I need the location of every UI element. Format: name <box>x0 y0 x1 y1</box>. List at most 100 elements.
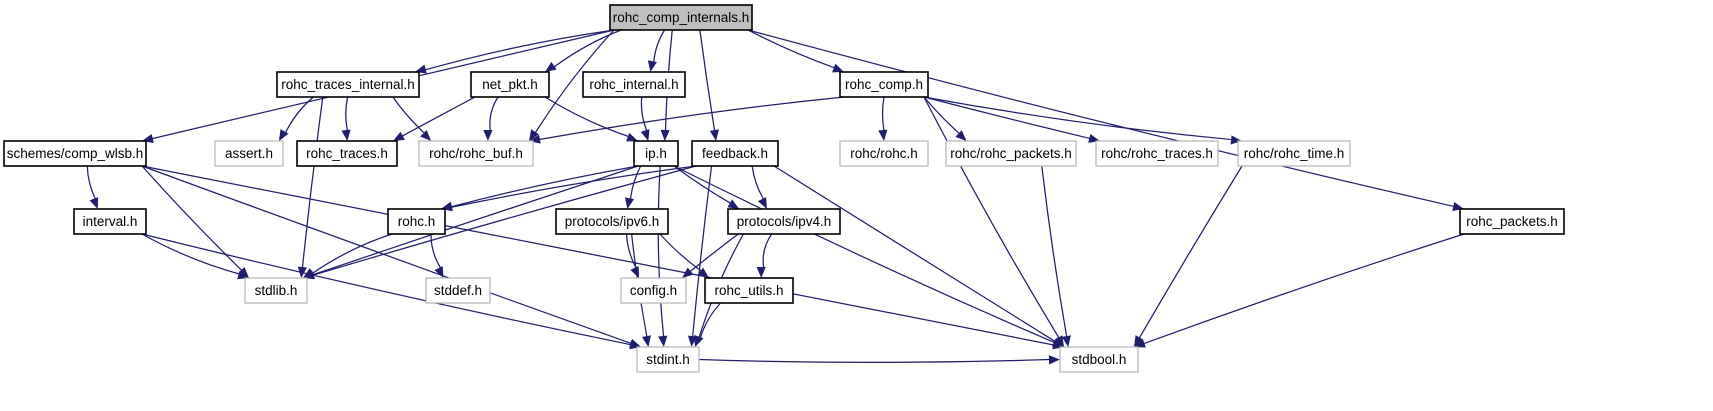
node-box <box>470 71 550 98</box>
node-box <box>3 140 147 167</box>
node-box <box>244 277 308 304</box>
node-box <box>276 71 420 98</box>
graph-node-rohc_internal[interactable]: rohc_internal.h <box>582 71 686 98</box>
node-label: rohc/rohc_traces.h <box>1101 146 1213 161</box>
node-layer: rohc_comp_internals.h rohc_traces_interna… <box>3 4 1565 373</box>
graph-node-rohc_traces[interactable]: rohc_traces.h <box>296 140 398 167</box>
graph-node-comp_wlsb[interactable]: schemes/comp_wlsb.h <box>3 140 147 167</box>
edge-traces_internal-to-stdlib <box>301 96 324 268</box>
edge-feedback-to-stdbool <box>773 165 1056 342</box>
graph-node-traces_internal[interactable]: rohc_traces_internal.h <box>276 71 420 98</box>
edge-arrowhead <box>727 199 740 209</box>
graph-node-assert[interactable]: assert.h <box>214 140 284 167</box>
edge-ip-to-rohc_h <box>451 165 639 208</box>
edge-arrowhead <box>279 129 289 141</box>
edge-ip-to-ipv6 <box>629 165 642 200</box>
graph-node-rohc_traces_ext[interactable]: rohc/rohc_traces.h <box>1095 140 1219 167</box>
node-box <box>691 140 779 167</box>
graph-node-ipv6[interactable]: protocols/ipv6.h <box>555 208 669 235</box>
node-box <box>727 208 841 235</box>
node-box <box>1237 140 1351 167</box>
edge-feedback-to-stdlib <box>312 165 697 276</box>
node-label: assert.h <box>225 146 273 161</box>
edge-traces_internal-to-rohc_buf <box>392 96 425 134</box>
edge-stdint-to-stdbool <box>698 358 1050 363</box>
edge-arrowhead <box>624 197 635 209</box>
edge-ipv4-to-config <box>689 233 739 273</box>
node-label: net_pkt.h <box>482 77 538 92</box>
edge-interval-to-stdlib <box>141 233 240 275</box>
edge-ip-to-ipv4 <box>673 165 731 204</box>
node-box <box>839 71 929 98</box>
node-label: interval.h <box>83 214 138 229</box>
edge-rohc_utils-to-stdint <box>699 302 722 339</box>
graph-node-config[interactable]: config.h <box>620 277 687 304</box>
node-box <box>839 140 929 167</box>
edge-arrowhead <box>641 335 651 347</box>
graph-node-feedback[interactable]: feedback.h <box>691 140 779 167</box>
graph-node-rohc_h_ext[interactable]: rohc/rohc.h <box>839 140 929 167</box>
node-label: ip.h <box>645 146 667 161</box>
graph-node-rohc_comp[interactable]: rohc_comp.h <box>839 71 929 98</box>
edge-arrowhead <box>756 266 766 278</box>
edge-root-to-rohc_internal <box>653 29 666 63</box>
edge-arrowhead <box>1052 337 1064 347</box>
node-label: stddef.h <box>434 283 482 298</box>
edge-interval-to-stdint <box>141 233 631 346</box>
graph-node-net_pkt[interactable]: net_pkt.h <box>470 71 550 98</box>
edge-arrowhead <box>341 129 351 141</box>
edge-rohc_comp-to-rohc_buf <box>539 96 845 141</box>
edge-rohc_packets-to-stdbool <box>1143 233 1465 345</box>
graph-node-rohc_packets[interactable]: rohc_packets.h <box>1459 208 1565 235</box>
node-label: rohc_traces.h <box>306 146 388 161</box>
edge-arrowhead <box>697 267 709 278</box>
edge-arrowhead <box>1061 335 1071 347</box>
graph-node-rohc_h[interactable]: rohc.h <box>387 208 446 235</box>
node-label: feedback.h <box>702 146 768 161</box>
edge-arrowhead <box>1048 355 1060 365</box>
edge-comp_wlsb-to-stdbool <box>141 165 1054 346</box>
graph-node-stdlib[interactable]: stdlib.h <box>244 277 308 304</box>
graph-node-rohc_buf[interactable]: rohc/rohc_buf.h <box>418 140 534 167</box>
node-box <box>636 346 700 373</box>
graph-node-ip[interactable]: ip.h <box>633 140 679 167</box>
graph-node-stdint[interactable]: stdint.h <box>636 346 700 373</box>
graph-node-rohc_packets_ext[interactable]: rohc/rohc_packets.h <box>945 140 1077 167</box>
graph-node-rohc_time_ext[interactable]: rohc/rohc_time.h <box>1237 140 1351 167</box>
edge-rohc_h-to-stddef <box>430 233 442 269</box>
graph-node-root[interactable]: rohc_comp_internals.h <box>609 4 753 31</box>
edge-arrowhead <box>630 266 639 278</box>
graph-node-stdbool[interactable]: stdbool.h <box>1059 346 1139 373</box>
node-label: rohc_traces_internal.h <box>281 77 415 92</box>
node-box <box>296 140 398 167</box>
graph-node-interval[interactable]: interval.h <box>73 208 147 235</box>
edge-rohc_comp-to-rohc_time_ext <box>923 96 1232 141</box>
graph-node-rohc_utils[interactable]: rohc_utils.h <box>704 277 794 304</box>
edge-rohc_time_ext-to-stdbool <box>1138 165 1243 339</box>
edge-feedback-to-rohc_h <box>451 165 697 208</box>
edge-arrowhead <box>709 129 719 141</box>
edge-arrowhead <box>237 266 249 278</box>
node-label: rohc_utils.h <box>714 283 783 298</box>
edge-comp_wlsb-to-stdint <box>141 165 632 345</box>
edge-arrowhead <box>682 267 694 278</box>
edge-net_pkt-to-ip <box>544 96 629 138</box>
edge-net_pkt-to-rohc_traces <box>401 96 476 137</box>
node-box <box>945 140 1077 167</box>
edge-arrowhead <box>660 129 670 141</box>
node-label: stdlib.h <box>255 283 298 298</box>
node-label: rohc/rohc.h <box>850 146 918 161</box>
node-label: rohc/rohc_buf.h <box>429 146 523 161</box>
edge-rohc_packets_ext-to-stdbool <box>1041 165 1068 337</box>
graph-node-stddef[interactable]: stddef.h <box>425 277 491 304</box>
edge-layer <box>86 29 1465 365</box>
edge-arrowhead <box>483 129 493 141</box>
edge-arrowhead <box>1230 135 1242 145</box>
node-label: rohc.h <box>398 214 436 229</box>
edge-arrowhead <box>878 129 888 141</box>
edge-arrowhead <box>420 129 432 141</box>
node-box <box>555 208 669 235</box>
edge-rohc_comp-to-rohc_packets_ext <box>923 96 960 134</box>
graph-node-ipv4[interactable]: protocols/ipv4.h <box>727 208 841 235</box>
